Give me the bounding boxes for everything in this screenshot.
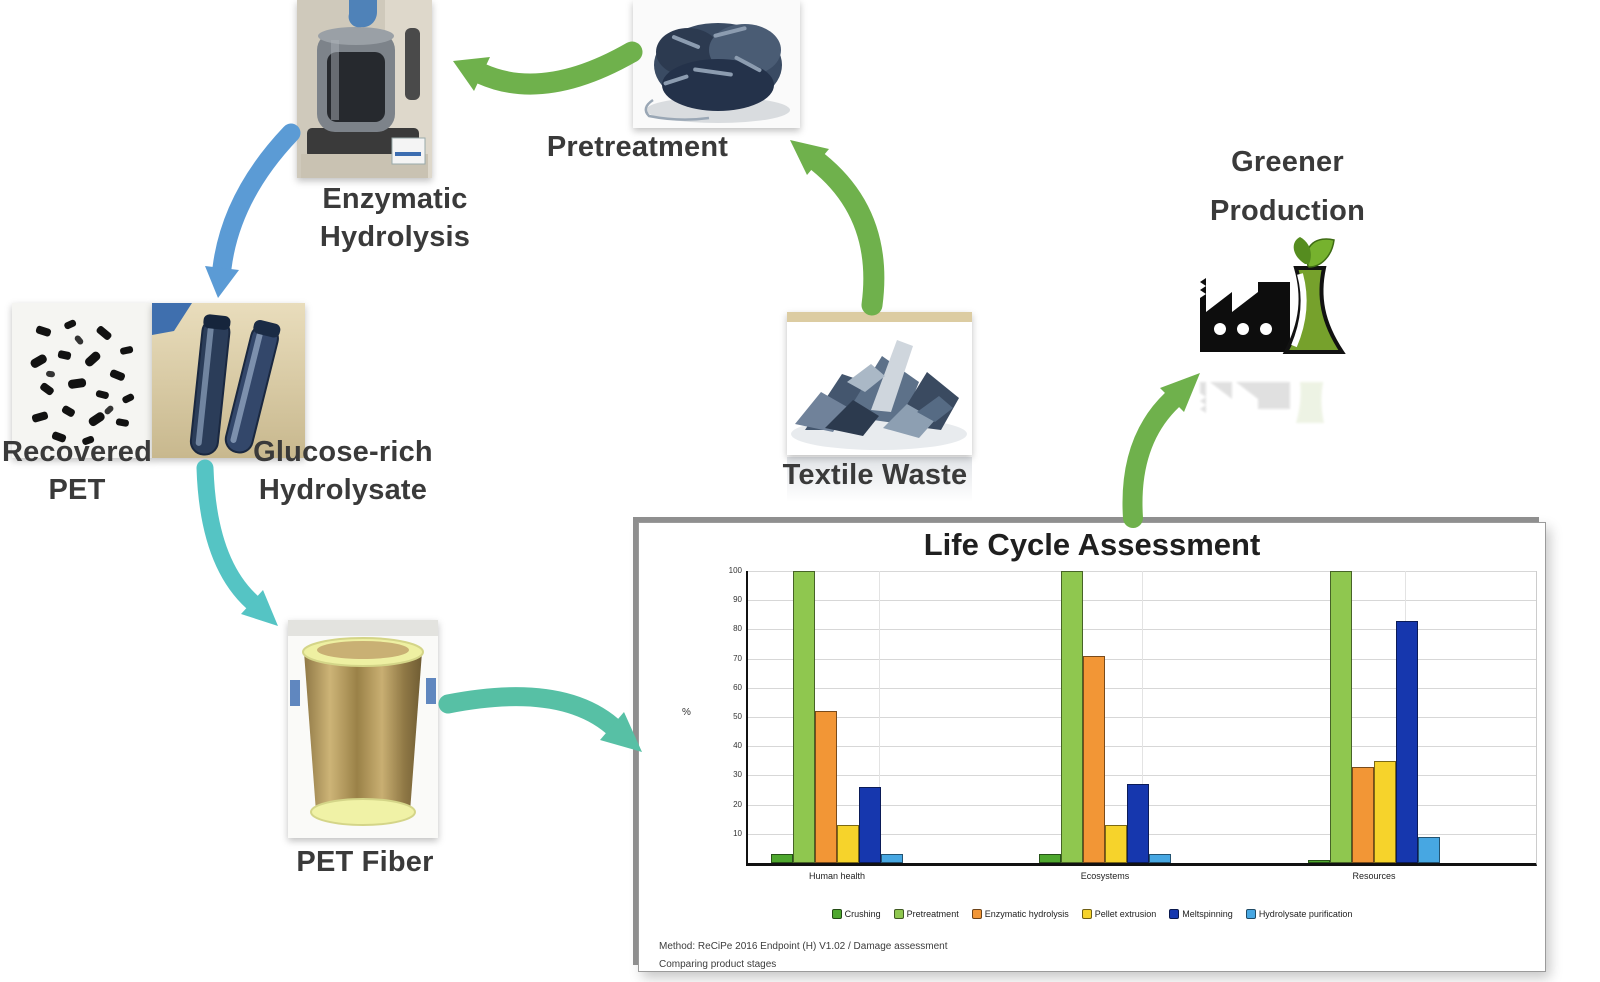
legend-item-crushing: Crushing (831, 909, 881, 919)
enzymatic-line1: Enzymatic (322, 183, 468, 215)
bar-resources-crushing (1308, 860, 1330, 863)
legend-item-pellet-extrusion: Pellet extrusion (1081, 909, 1157, 919)
y-axis-label: % (682, 707, 691, 718)
arrow-textile-to-pretreatment-icon (790, 140, 885, 316)
bar-human-health-hydrolysate-purification (881, 854, 903, 863)
y-tick-30: 30 (733, 770, 742, 780)
glucose-line1: Glucose-rich (253, 436, 433, 468)
glucose-hydrolysate-photo (152, 303, 305, 458)
y-tick-60: 60 (733, 682, 742, 692)
greener-line1: Greener (1231, 146, 1344, 178)
textile-waste-reflection (787, 457, 972, 502)
bar-resources-pellet-extrusion (1374, 760, 1396, 863)
y-tick-80: 80 (733, 624, 742, 634)
enzymatic-hydrolysis-photo (297, 0, 432, 178)
bar-human-health-enzymatic-hydrolysis (815, 711, 837, 863)
arrow-pretreatment-to-enzymatic-icon (453, 41, 643, 95)
bar-ecosystems-hydrolysate-purification (1149, 854, 1171, 863)
recovered-pet-label: Recovered PET (0, 433, 162, 509)
bar-ecosystems-crushing (1039, 854, 1061, 863)
recovered-line1: Recovered (1, 436, 153, 468)
bar-resources-enzymatic-hydrolysis (1352, 766, 1374, 863)
chart-legend: Crushing Pretreatment Enzymatic hydrolysis… (639, 909, 1545, 919)
legend-swatch-pellet-extrusion (1081, 909, 1092, 919)
bar-ecosystems-pellet-extrusion (1105, 825, 1127, 863)
chart-title: Life Cycle Assessment (923, 527, 1261, 562)
pet-fiber-photo (288, 620, 438, 838)
bar-resources-pretreatment (1330, 571, 1352, 863)
greener-production-label: Greener Production (1180, 138, 1395, 236)
legend-label-enzymatic-hydrolysis: Enzymatic hydrolysis (984, 909, 1069, 919)
factory-leaf-reflection (1190, 382, 1350, 472)
greener-line2: Production (1209, 195, 1366, 227)
legend-item-pretreatment: Pretreatment (893, 909, 959, 919)
chart-comparison-text: Comparing product stages (659, 959, 777, 970)
gridline-vertical (879, 571, 881, 863)
legend-item-enzymatic-hydrolysis: Enzymatic hydrolysis (971, 909, 1069, 919)
pretreatment-photo (633, 0, 800, 128)
legend-swatch-meltspinning (1169, 909, 1180, 919)
y-tick-100: 100 (728, 566, 742, 575)
y-tick-90: 90 (733, 595, 742, 605)
y-tick-40: 40 (733, 741, 742, 751)
bar-resources-hydrolysate-purification (1418, 836, 1440, 863)
factory-leaf-icon (1190, 234, 1350, 382)
legend-swatch-pretreatment (893, 909, 904, 919)
y-tick-70: 70 (733, 653, 742, 663)
bar-ecosystems-enzymatic-hydrolysis (1083, 655, 1105, 863)
legend-swatch-crushing (831, 909, 842, 919)
chart-method-text: Method: ReCiPe 2016 Endpoint (H) V1.02 /… (659, 941, 948, 952)
pet-fiber-label: PET Fiber (296, 846, 434, 878)
enzymatic-line2: Hydrolysis (319, 221, 471, 253)
legend-label-pretreatment: Pretreatment (906, 909, 959, 919)
legend-swatch-enzymatic-hydrolysis (971, 909, 982, 919)
glucose-hydrolysate-label: Glucose-rich Hydrolysate (238, 433, 448, 509)
bar-human-health-crushing (771, 854, 793, 863)
bar-human-health-pellet-extrusion (837, 825, 859, 863)
y-tick-20: 20 (733, 799, 742, 809)
legend-label-pellet-extrusion: Pellet extrusion (1094, 909, 1157, 919)
textile-waste-label: Textile Waste (782, 459, 968, 491)
bar-human-health-pretreatment (793, 571, 815, 863)
y-tick-50: 50 (733, 712, 742, 721)
legend-label-hydrolysate-purification: Hydrolysate purification (1258, 909, 1353, 919)
y-tick-10: 10 (733, 828, 742, 838)
glucose-line2: Hydrolysate (258, 474, 428, 506)
arrow-fiber-to-chart-icon (438, 687, 642, 752)
bar-human-health-meltspinning (859, 787, 881, 863)
x-category-human-health: Human health (808, 871, 866, 881)
x-category-resources: Resources (1352, 871, 1396, 881)
legend-label-crushing: Crushing (844, 909, 881, 919)
bar-ecosystems-meltspinning (1127, 784, 1149, 863)
bar-resources-meltspinning (1396, 620, 1418, 863)
recovered-pet-photo (12, 303, 152, 458)
gridline-vertical (1142, 571, 1143, 863)
legend-swatch-hydrolysate-purification (1245, 909, 1256, 919)
bar-ecosystems-pretreatment (1061, 571, 1083, 863)
legend-item-meltspinning: Meltspinning (1169, 909, 1233, 919)
x-category-ecosystems: Ecosystems (1080, 871, 1130, 881)
enzymatic-hydrolysis-label: Enzymatic Hydrolysis (305, 180, 485, 256)
textile-waste-photo (787, 312, 972, 455)
lca-chart-card: Life Cycle Assessment % 10 20 30 40 50 60 70 80… (638, 522, 1546, 972)
arrow-enzymatic-to-recovered-pet-icon (205, 123, 301, 298)
legend-item-hydrolysate-purification: Hydrolysate purification (1245, 909, 1353, 919)
legend-label-meltspinning: Meltspinning (1182, 909, 1233, 919)
pretreatment-label: Pretreatment (546, 131, 729, 163)
recovered-line2: PET (48, 474, 106, 506)
